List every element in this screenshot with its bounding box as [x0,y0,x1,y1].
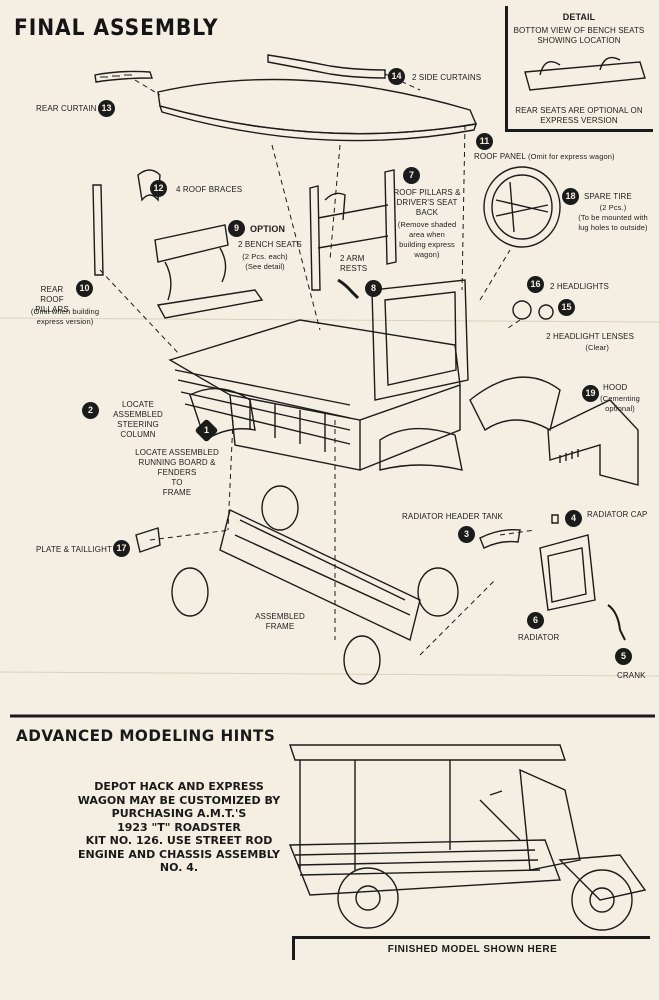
spare-tire-part [483,166,561,248]
hints-text: DEPOT HACK AND EXPRESS WAGON MAY BE CUST… [77,780,281,874]
radiator-label: RADIATOR [518,633,560,642]
part-number-1: 1 [203,425,209,435]
header-tank-label: RADIATOR HEADER TANK [402,512,503,521]
detail-title: DETAIL [562,12,596,22]
part-number-6: 6 [527,612,544,629]
part-number-19: 19 [582,385,599,402]
bench-seats-note: (2 Pcs. each)(See detail) [242,252,288,271]
part-number-15: 15 [558,299,575,316]
part-number-2: 2 [82,402,99,419]
page-title: Final Assembly [14,16,219,41]
detail-box [505,6,653,132]
part-number-17: 17 [113,540,130,557]
chassis-frame-part [171,485,459,685]
roof-panel-label: ROOF PANEL (Omit for express wagon) [474,152,615,161]
radiator-cap-label: RADIATOR CAP [587,510,648,519]
headlights-label: 2 HEADLIGHTS [550,282,609,291]
part-number-16: 16 [527,276,544,293]
option-label: OPTION [250,224,286,234]
plate-taillight-label: PLATE & TAILLIGHT [36,545,112,554]
part-number-8: 8 [365,280,382,297]
roof-panel-part [157,78,478,142]
headlight-lenses-label: 2 HEADLIGHT LENSES [546,332,634,341]
side-curtains-label: 2 SIDE CURTAINS [412,73,482,82]
hints-title: ADVANCED MODELING HINTS [16,726,276,745]
finished-model-caption: FINISHED MODEL SHOWN HERE [292,936,650,960]
part-number-14: 14 [388,68,405,85]
part-number-5: 5 [615,648,632,665]
rear-curtain-part [94,70,153,83]
part-number-11: 11 [476,133,493,150]
radiator-part [539,534,596,611]
wagon-body-part [168,279,469,471]
spare-tire-label: SPARE TIRE [584,192,632,201]
part-number-18: 18 [562,188,579,205]
roof-braces-label: 4 ROOF BRACES [176,185,243,194]
part-number-10: 10 [76,280,93,297]
part-number-4: 4 [565,510,582,527]
side-curtains-part [267,54,386,79]
rear-curtain-label: REAR CURTAIN [36,104,97,113]
part-number-7: 7 [403,167,420,184]
part-number-12: 12 [150,180,167,197]
bench-seats-label: 2 BENCH SEATS [238,240,302,249]
part-number-13: 13 [98,100,115,117]
finished-model-illustration [288,744,647,931]
crank-label: CRANK [617,671,646,680]
hood-label: HOOD [603,383,628,392]
part-number-3: 3 [458,526,475,543]
part-number-9: 9 [228,220,245,237]
headlight-lenses-note: (Clear) [585,343,609,352]
